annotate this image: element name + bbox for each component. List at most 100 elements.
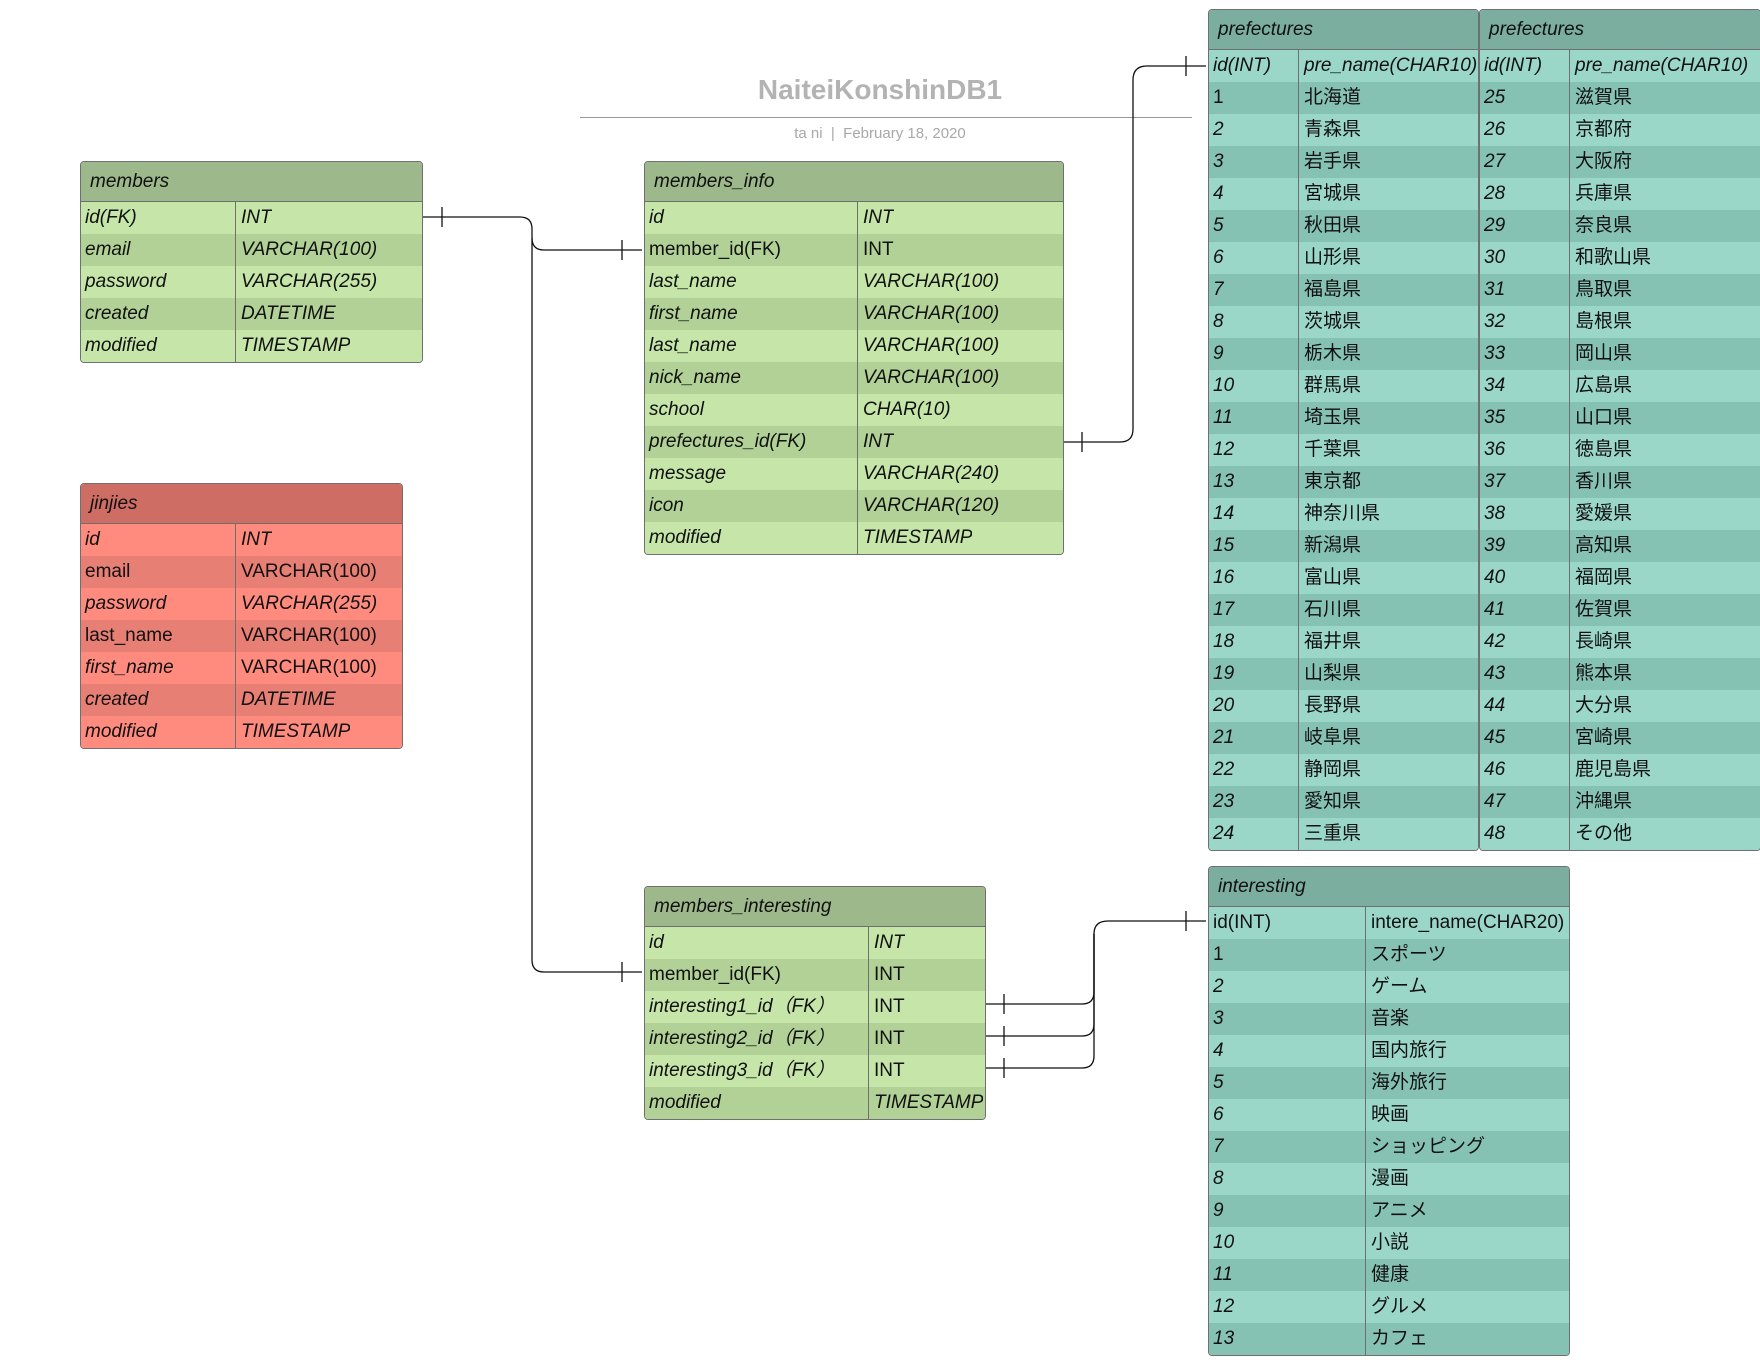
table-row[interactable]: member_id(FK)INT	[645, 234, 1063, 266]
table-row[interactable]: interesting3_id（FK）INT	[645, 1055, 985, 1087]
table-row[interactable]: prefectures_id(FK)INT	[645, 426, 1063, 458]
table-row[interactable]: interesting1_id（FK）INT	[645, 991, 985, 1023]
table-row[interactable]: interesting2_id（FK）INT	[645, 1023, 985, 1055]
table-row[interactable]: id(INT)intere_name(CHAR20)	[1209, 907, 1569, 939]
table-row[interactable]: id(FK)INT	[81, 202, 422, 234]
table-row[interactable]: id(INT)pre_name(CHAR10)	[1480, 50, 1760, 82]
table-row[interactable]: id(INT)pre_name(CHAR10)	[1209, 50, 1478, 82]
table-row[interactable]: member_id(FK)INT	[645, 959, 985, 991]
